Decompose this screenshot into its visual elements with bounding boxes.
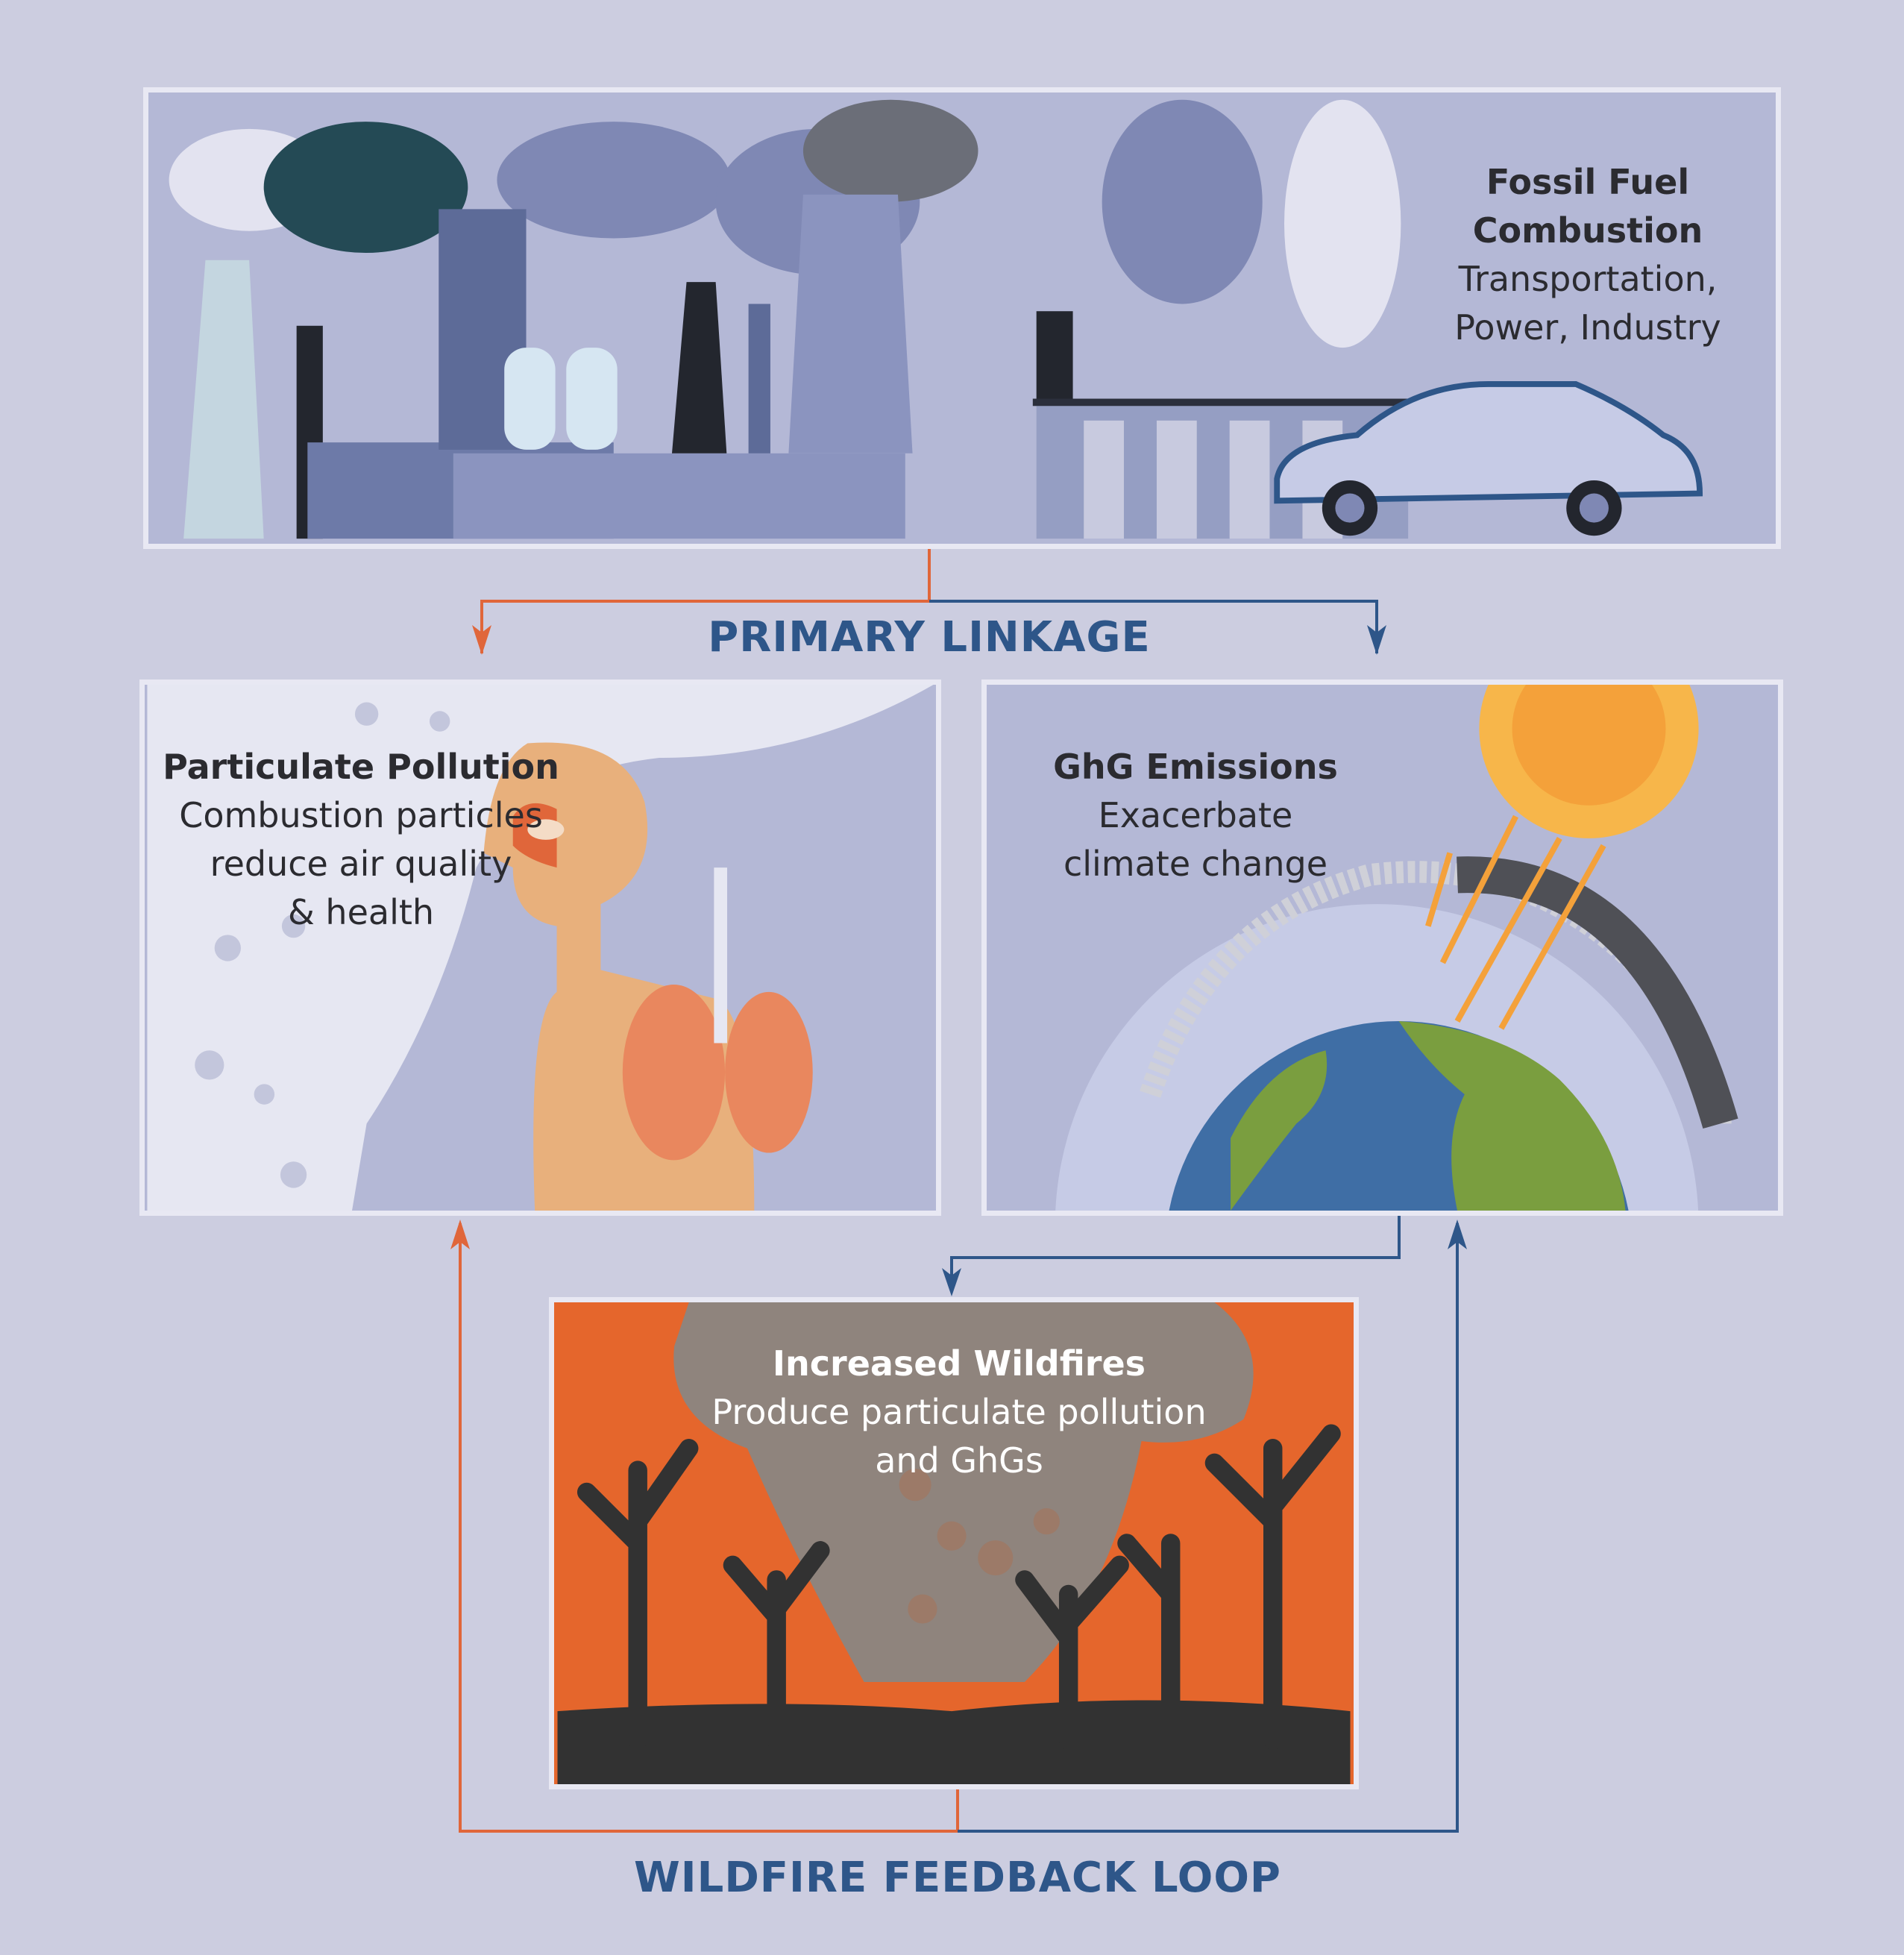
ghg-title: GhG Emissions: [1053, 747, 1338, 787]
fossil-fuel-subtitle: Transportation, Power, Industry: [1454, 259, 1721, 348]
feedback-arrowhead-particulate: [450, 1220, 470, 1249]
wildfires-title: Increased Wildfires: [772, 1343, 1146, 1384]
earth-illustration: [1055, 685, 1738, 1211]
fossil-fuel-title-2: Combustion: [1472, 210, 1703, 251]
arrowhead-ghg: [1367, 625, 1386, 655]
arrow-ghg-to-wildfires: [950, 1216, 1401, 1290]
car-icon: [1274, 381, 1703, 536]
arrowhead-particulate: [472, 625, 491, 655]
ghg-label: GhG Emissions Exacerbate climate change: [987, 743, 1404, 888]
arrowhead-wildfires: [942, 1268, 961, 1296]
particulate-label: Particulate Pollution Combustion particl…: [160, 743, 562, 937]
feedback-arrowhead-ghg: [1448, 1220, 1467, 1249]
factory-illustration: [169, 99, 1703, 539]
particulate-subtitle: Combustion particles reduce air quality …: [179, 795, 543, 932]
fossil-fuel-label: Fossil Fuel Combustion Transportation, P…: [1416, 158, 1759, 352]
particulate-title: Particulate Pollution: [163, 747, 559, 787]
ghg-emissions-panel: GhG Emissions Exacerbate climate change: [981, 680, 1783, 1216]
wildfires-subtitle: Produce particulate pollution and GhGs: [711, 1392, 1207, 1481]
wildfire-feedback-loop-heading: WILDFIRE FEEDBACK LOOP: [634, 1854, 1281, 1902]
wildfires-label: Increased Wildfires Produce particulate …: [661, 1340, 1257, 1485]
fossil-fuel-panel: Fossil Fuel Combustion Transportation, P…: [143, 87, 1781, 549]
lungs-illustration: [147, 685, 934, 1211]
particulate-pollution-panel: Particulate Pollution Combustion particl…: [139, 680, 941, 1216]
wildfires-panel: Increased Wildfires Produce particulate …: [549, 1297, 1359, 1789]
fossil-fuel-title-1: Fossil Fuel: [1486, 162, 1690, 202]
primary-linkage-heading: PRIMARY LINKAGE: [708, 613, 1151, 662]
ghg-subtitle: Exacerbate climate change: [1063, 795, 1328, 884]
